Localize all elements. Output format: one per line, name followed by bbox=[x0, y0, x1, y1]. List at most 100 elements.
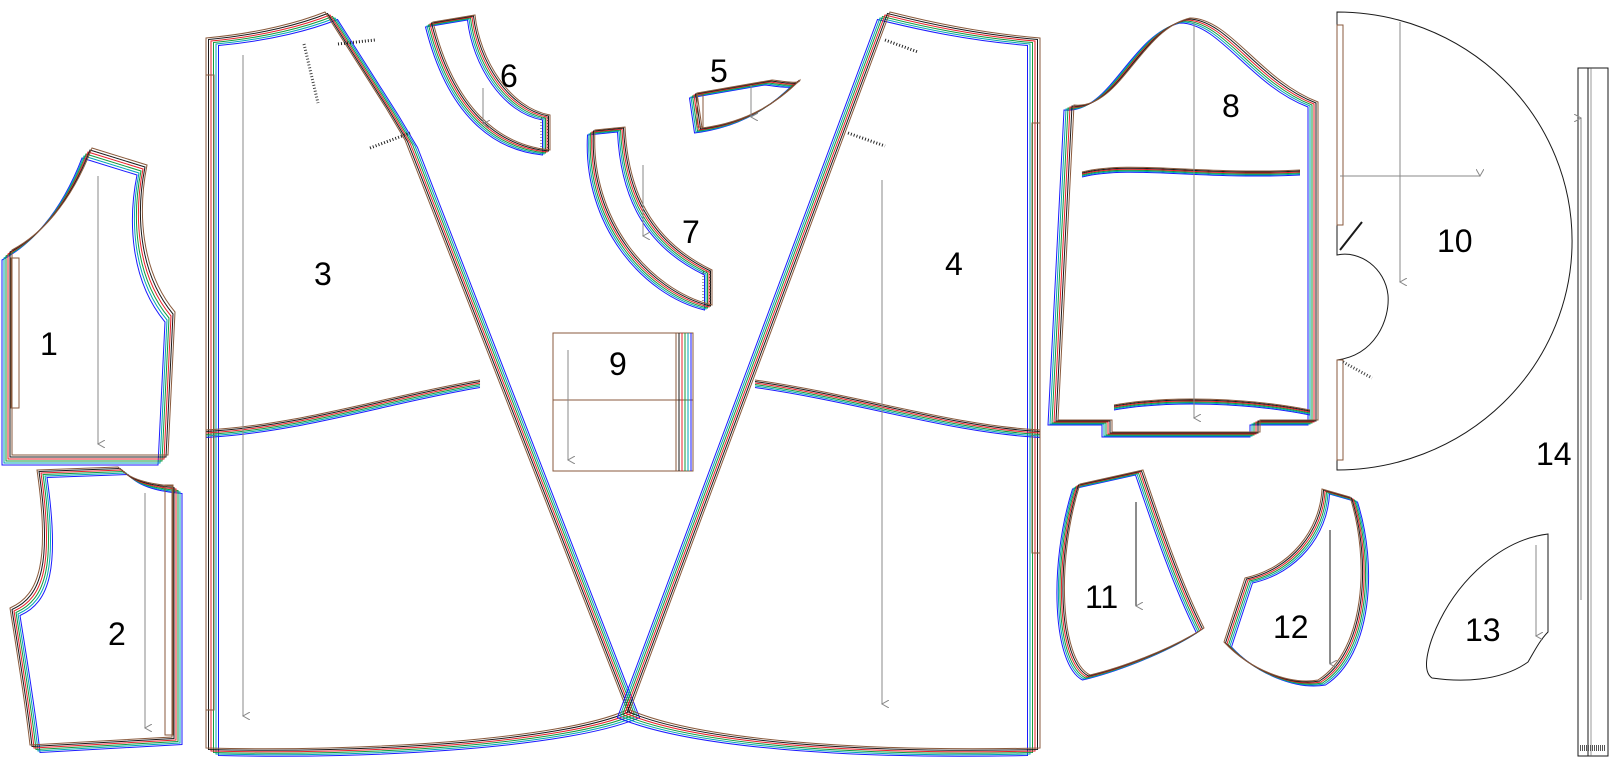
size-line-2 bbox=[205, 385, 481, 437]
size-line-6 bbox=[754, 379, 1041, 431]
piece-9-outline bbox=[552, 332, 694, 472]
piece-6-fold-mark bbox=[540, 117, 549, 149]
size-line-3 bbox=[1227, 491, 1367, 685]
size-line-4 bbox=[1113, 400, 1311, 413]
size-line-2 bbox=[588, 130, 707, 310]
size-line-4 bbox=[1226, 490, 1365, 684]
piece-12-label: 12 bbox=[1273, 609, 1309, 645]
piece-3-size-lines bbox=[205, 11, 641, 757]
size-line-2 bbox=[215, 17, 638, 756]
piece-10-notch-2 bbox=[1342, 360, 1373, 380]
size-line-3 bbox=[5, 153, 170, 462]
piece-4-label: 4 bbox=[945, 246, 963, 282]
piece-10-outline bbox=[1336, 11, 1573, 471]
piece-1-label: 1 bbox=[40, 326, 58, 362]
size-line-1 bbox=[754, 387, 1041, 438]
piece-6-size-lines bbox=[424, 14, 551, 156]
piece-10-label: 10 bbox=[1437, 223, 1473, 259]
piece-12-size-lines bbox=[1223, 488, 1370, 687]
piece-2: 2 bbox=[9, 466, 183, 754]
size-line-3 bbox=[691, 81, 797, 132]
size-line-5 bbox=[1224, 489, 1364, 683]
size-line-2 bbox=[17, 472, 181, 752]
size-line-3 bbox=[213, 15, 636, 754]
piece-5-label: 5 bbox=[710, 53, 728, 89]
size-line-1 bbox=[616, 18, 1028, 757]
piece-6-label: 6 bbox=[500, 58, 518, 94]
size-line-1 bbox=[1047, 22, 1309, 438]
piece-3: 3 bbox=[205, 11, 641, 757]
size-line-4 bbox=[210, 14, 633, 753]
piece-14-label: 14 bbox=[1536, 436, 1572, 472]
size-line-1 bbox=[205, 387, 481, 438]
size-line-4 bbox=[754, 382, 1041, 434]
piece-5-size-lines bbox=[688, 78, 801, 134]
size-line-4 bbox=[693, 80, 798, 131]
size-line-6 bbox=[205, 379, 481, 431]
size-line-5 bbox=[11, 467, 175, 748]
piece-12: 12 bbox=[1223, 488, 1370, 687]
piece-5: 5 bbox=[688, 53, 801, 134]
size-line-6 bbox=[205, 11, 628, 750]
size-line-6 bbox=[1057, 17, 1319, 433]
size-line-6 bbox=[629, 11, 1041, 750]
piece-1-size-lines bbox=[1, 147, 176, 466]
size-line-2 bbox=[1081, 170, 1301, 177]
piece-3-label: 3 bbox=[314, 256, 332, 292]
piece-9: 9 bbox=[552, 332, 694, 472]
size-line-4 bbox=[205, 382, 481, 434]
size-line-5 bbox=[592, 127, 711, 307]
piece-13-label: 13 bbox=[1465, 612, 1501, 648]
size-line-6 bbox=[1081, 166, 1301, 173]
piece-9-size-edge bbox=[675, 333, 692, 471]
piece-7-size-lines bbox=[586, 126, 713, 311]
size-line-6 bbox=[594, 126, 713, 306]
piece-1-fold-mark bbox=[10, 257, 20, 409]
size-line-3 bbox=[1113, 401, 1311, 414]
piece-8-hem-lines bbox=[1113, 398, 1311, 416]
size-line-6 bbox=[1113, 398, 1311, 411]
piece-2-size-lines bbox=[9, 466, 183, 754]
size-line-2 bbox=[426, 18, 545, 155]
size-line-6 bbox=[9, 466, 173, 746]
piece-7-fold-mark bbox=[702, 271, 711, 303]
piece-13: 13 bbox=[1426, 533, 1549, 681]
size-line-6 bbox=[432, 14, 551, 151]
size-line-2 bbox=[1049, 21, 1311, 437]
piece-8-elbow-lines bbox=[1081, 166, 1301, 178]
piece-11-size-lines bbox=[1056, 469, 1205, 681]
piece-10-fold-mark-2 bbox=[1336, 359, 1344, 461]
size-line-3 bbox=[754, 384, 1041, 435]
size-line-5 bbox=[430, 15, 549, 152]
piece-8-size-lines bbox=[1047, 17, 1319, 438]
size-line-5 bbox=[1062, 470, 1204, 677]
piece-6: 6 bbox=[424, 14, 551, 156]
size-line-6 bbox=[1063, 469, 1205, 676]
size-line-3 bbox=[205, 384, 481, 435]
piece-11-label: 11 bbox=[1085, 579, 1118, 615]
piece-14: 14 bbox=[1536, 67, 1609, 757]
piece-4-size-lines bbox=[616, 11, 1041, 757]
piece-4-waist-lines bbox=[754, 379, 1041, 438]
piece-3-fold-mark bbox=[205, 74, 215, 711]
size-line-4 bbox=[13, 469, 177, 749]
piece-3-waist-lines bbox=[205, 379, 481, 438]
piece-2-fold-mark bbox=[164, 484, 174, 736]
piece-4-notch bbox=[884, 38, 919, 54]
size-line-2 bbox=[1113, 402, 1311, 415]
size-line-2 bbox=[619, 17, 1031, 756]
size-line-5 bbox=[626, 12, 1038, 751]
piece-14-outline bbox=[1577, 67, 1609, 757]
size-line-2 bbox=[754, 385, 1041, 437]
piece-10: 10 bbox=[1336, 11, 1573, 471]
piece-9-label: 9 bbox=[609, 346, 627, 382]
size-line-5 bbox=[9, 149, 174, 458]
piece-10-notch bbox=[1339, 221, 1363, 251]
size-line-4 bbox=[7, 151, 172, 460]
size-line-3 bbox=[1051, 20, 1313, 436]
size-line-4 bbox=[1081, 168, 1301, 175]
piece-4-fold-mark bbox=[1031, 122, 1041, 554]
size-line-1 bbox=[19, 473, 183, 754]
size-line-3 bbox=[621, 15, 1033, 754]
